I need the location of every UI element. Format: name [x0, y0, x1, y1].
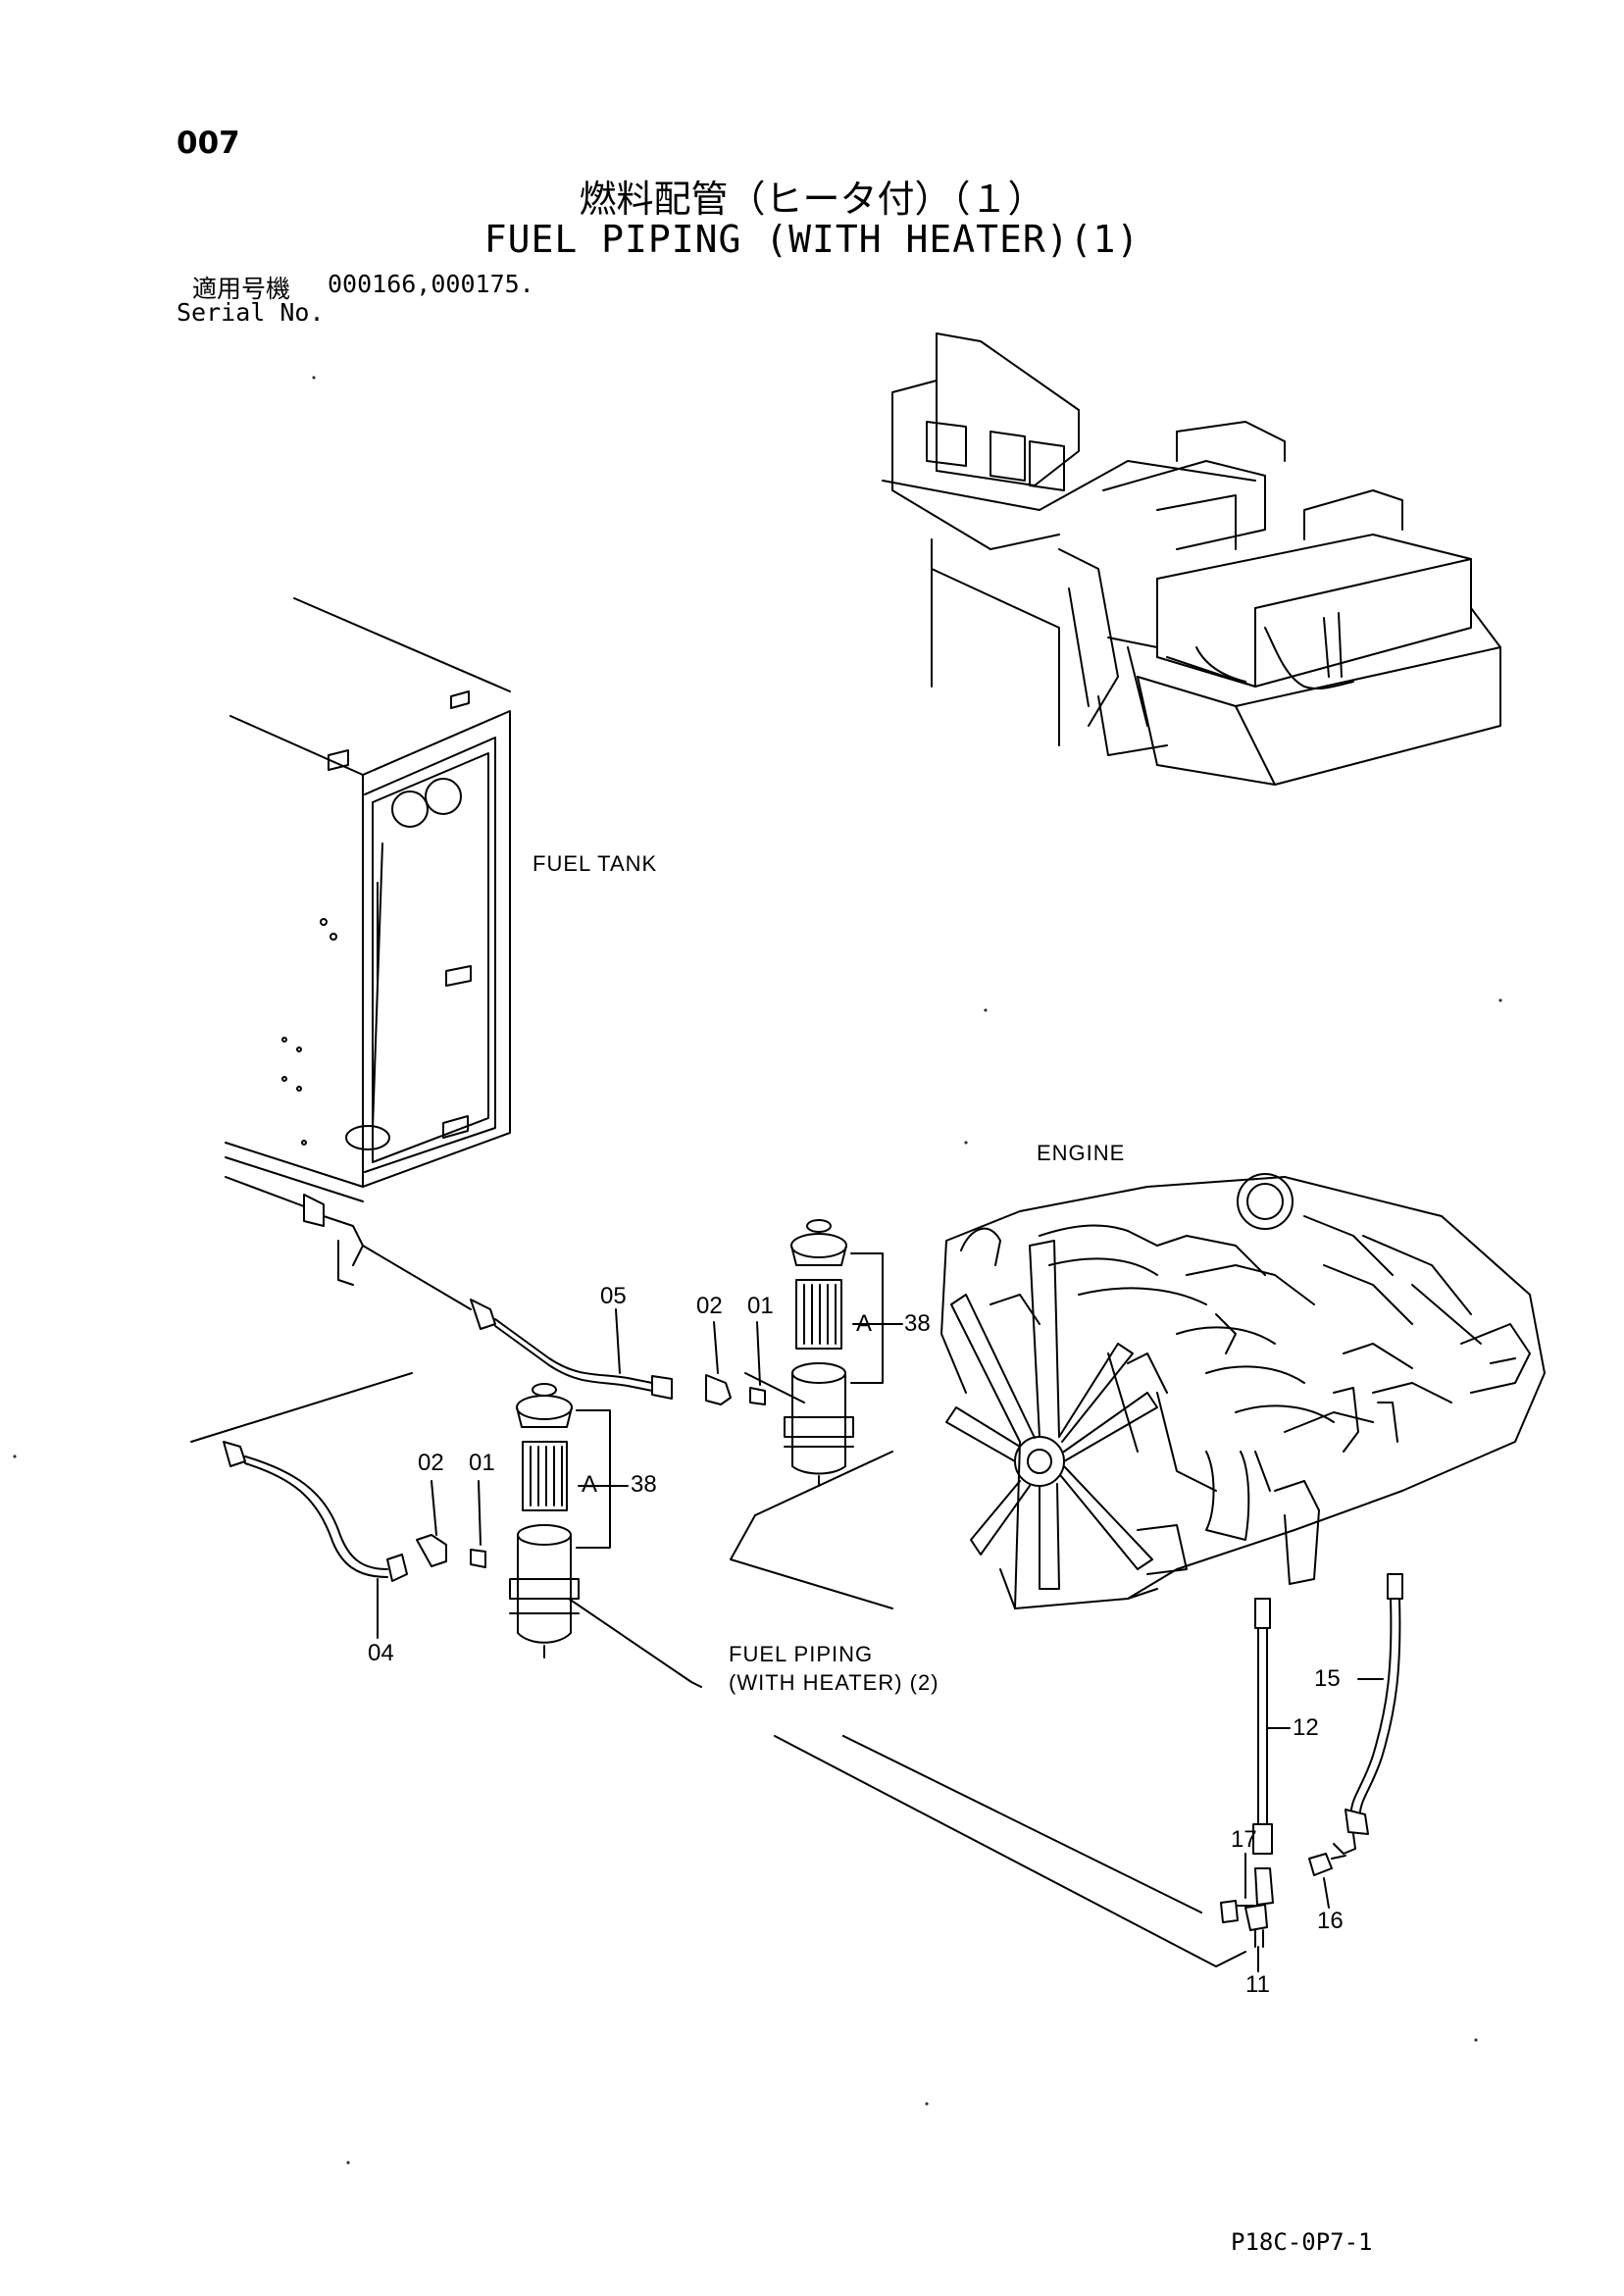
pipe-05 [226, 1177, 672, 1399]
lower-filter-assembly [510, 1384, 610, 1658]
fuel-piping-reference-line1: FUEL PIPING [729, 1642, 874, 1666]
callout-38-upper: 38 [904, 1310, 931, 1337]
drawing-code: P18C-0P7-1 [1231, 2228, 1373, 2256]
fuel-piping-reference-line2: (WITH HEATER) (2) [729, 1670, 939, 1695]
fuel-tank-label: FUEL TANK [533, 851, 658, 876]
callout-01-upper: 01 [747, 1293, 774, 1319]
specks [14, 377, 1501, 2164]
fuel-tank-illustration [226, 598, 510, 1201]
title-english: FUEL PIPING (WITH HEATER)(1) [483, 218, 1141, 261]
engine-label: ENGINE [1037, 1141, 1126, 1165]
hose-15 [1334, 1574, 1402, 1854]
hose-12 [1253, 1599, 1272, 1854]
callout-a-upper: A [856, 1310, 873, 1337]
callout-02-upper: 02 [696, 1293, 723, 1319]
fan-illustration [946, 1241, 1157, 1589]
pipe-04 [191, 1373, 412, 1581]
bottom-fittings [1221, 1854, 1345, 1947]
reference-lines [569, 1373, 1245, 1966]
title-japanese: 燃料配管（ヒータ付）（１） [579, 178, 1045, 221]
page-number: 007 [177, 126, 240, 161]
callout-12: 12 [1293, 1714, 1319, 1741]
serial-numbers: 000166,000175. [328, 270, 534, 298]
callout-16: 16 [1317, 1908, 1344, 1934]
callout-02-lower: 02 [418, 1450, 444, 1476]
upper-filter-assembly [785, 1220, 883, 1486]
lower-fittings [417, 1535, 485, 1567]
serial-label-english: Serial No. [177, 298, 325, 327]
machine-overview-illustration [883, 333, 1500, 785]
callout-05: 05 [600, 1283, 627, 1309]
callout-17: 17 [1231, 1826, 1257, 1853]
callout-38-lower: 38 [631, 1471, 657, 1498]
callout-11: 11 [1245, 1971, 1270, 1998]
engine-illustration [941, 1174, 1545, 1608]
serial-label-japanese: 適用号機 [192, 275, 291, 303]
callout-15: 15 [1314, 1665, 1341, 1692]
upper-fittings [706, 1375, 765, 1404]
leader-lines [378, 1309, 1383, 1971]
callout-01-lower: 01 [469, 1450, 495, 1476]
callout-a-lower: A [582, 1471, 598, 1498]
callout-04: 04 [368, 1640, 394, 1666]
